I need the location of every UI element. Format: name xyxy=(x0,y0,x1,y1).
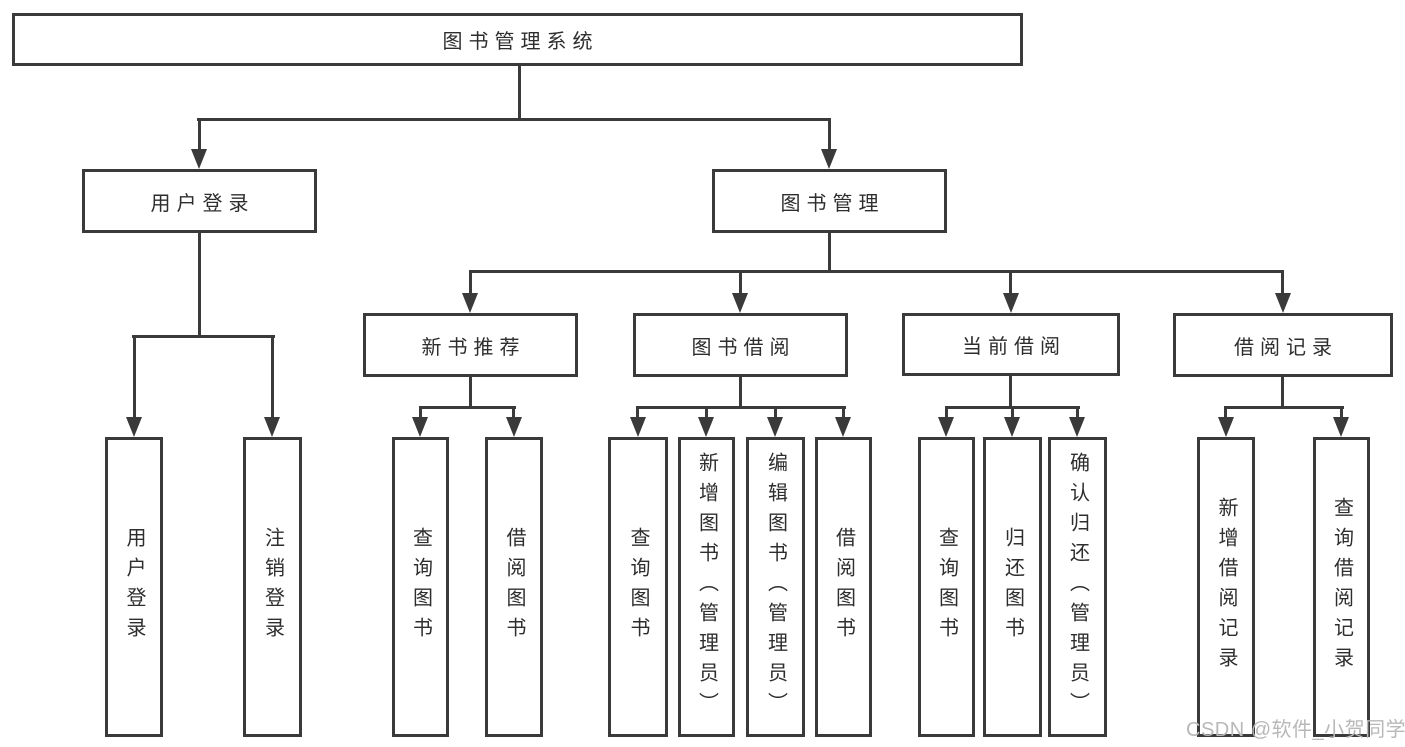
leaf-query-book-newrec: 查询图书 xyxy=(392,437,449,737)
leaf-query-book-newrec-label: 查询图书 xyxy=(409,527,432,647)
edge-book-mgmt-crossbar xyxy=(469,270,1283,273)
edge-book-borrow-crossbar xyxy=(636,406,846,409)
node-new-book-rec-label: 新书推荐 xyxy=(421,336,526,359)
edge-to-leaf-query-borrow-stem xyxy=(636,406,639,418)
edge-user-login-stem xyxy=(198,233,201,337)
edge-current-borrow-stem xyxy=(1009,376,1012,408)
edge-to-leaf-query-record-stem xyxy=(1340,406,1343,418)
leaf-query-book-current: 查询图书 xyxy=(918,437,975,737)
leaf-borrow-book: 借阅图书 xyxy=(815,437,872,737)
csdn-watermark: CSDN @软件_小贺同学 xyxy=(1186,719,1405,741)
arrowhead-leaf-add-book xyxy=(698,417,714,437)
leaf-query-book-borrow-label: 查询图书 xyxy=(627,527,649,647)
arrowhead-leaf-edit-book xyxy=(767,417,783,437)
leaf-query-book-borrow: 查询图书 xyxy=(608,437,668,737)
edge-new-book-rec-crossbar xyxy=(419,406,516,409)
arrowhead-leaf-add-record xyxy=(1218,417,1234,437)
leaf-edit-book: 编辑图书（管理员） xyxy=(746,437,805,737)
edge-book-borrow-stem xyxy=(739,377,742,408)
node-book-mgmt: 图书管理 xyxy=(712,169,947,233)
leaf-return-book: 归还图书 xyxy=(983,437,1042,737)
arrowhead-leaf-user-login xyxy=(126,417,142,437)
edge-new-book-rec-stem xyxy=(469,377,472,408)
arrowhead-leaf-logout xyxy=(264,417,280,437)
node-user-login: 用户登录 xyxy=(82,169,317,233)
node-book-borrow: 图书借阅 xyxy=(633,313,848,377)
leaf-borrow-book-newrec-label: 借阅图书 xyxy=(503,527,525,647)
arrowhead-new-book-rec xyxy=(462,293,478,313)
leaf-add-borrow-record: 新增借阅记录 xyxy=(1197,437,1255,737)
leaf-user-login-label: 用户登录 xyxy=(123,527,145,647)
node-user-login-label: 用户登录 xyxy=(150,192,255,215)
arrowhead-leaf-query-borrow xyxy=(630,417,646,437)
leaf-borrow-book-newrec: 借阅图书 xyxy=(485,437,543,737)
arrowhead-user-login xyxy=(191,149,207,169)
edge-to-leaf-query-current-stem xyxy=(945,406,948,418)
edge-to-new-book-rec-stem xyxy=(469,270,472,294)
edge-to-leaf-borrow-newrec-stem xyxy=(512,406,515,418)
leaf-query-book-current-label: 查询图书 xyxy=(935,527,958,647)
edge-root-crossbar xyxy=(197,118,831,121)
edge-to-leaf-confirm-return-stem xyxy=(1076,406,1079,418)
edge-to-leaf-user-login-stem xyxy=(133,335,136,418)
leaf-logout-label: 注销登录 xyxy=(261,527,284,647)
arrowhead-leaf-query-current xyxy=(938,417,954,437)
arrowhead-current-borrow xyxy=(1003,293,1019,313)
edge-to-leaf-query-newrec-stem xyxy=(419,406,422,418)
leaf-add-book: 新增图书（管理员） xyxy=(678,437,735,737)
node-book-borrow-label: 图书借阅 xyxy=(691,336,796,359)
leaf-edit-book-label: 编辑图书（管理员） xyxy=(764,452,787,722)
edge-to-leaf-borrow-book-stem xyxy=(842,406,845,418)
arrowhead-leaf-borrow-book xyxy=(835,417,851,437)
arrowhead-leaf-query-newrec xyxy=(412,417,428,437)
node-borrow-record-label: 借阅记录 xyxy=(1234,336,1338,359)
node-system-root-label: 图书管理系统 xyxy=(442,31,599,53)
edge-to-leaf-return-book-stem xyxy=(1011,406,1014,418)
edge-to-book-borrow-stem xyxy=(739,270,742,294)
leaf-user-login: 用户登录 xyxy=(105,437,163,737)
node-current-borrow: 当前借阅 xyxy=(902,313,1120,376)
edge-user-login-crossbar xyxy=(132,335,275,338)
arrowhead-leaf-confirm-return xyxy=(1069,417,1085,437)
edge-to-leaf-add-book-stem xyxy=(705,406,708,418)
arrowhead-leaf-return-book xyxy=(1004,417,1020,437)
leaf-add-borrow-record-label: 新增借阅记录 xyxy=(1215,497,1237,677)
edge-to-leaf-add-record-stem xyxy=(1224,406,1227,418)
edge-to-leaf-logout-stem xyxy=(271,335,274,418)
arrowhead-book-borrow xyxy=(732,293,748,313)
edge-root-stem xyxy=(518,64,521,120)
arrowhead-leaf-borrow-newrec xyxy=(506,417,522,437)
leaf-logout: 注销登录 xyxy=(243,437,302,737)
arrowhead-borrow-record xyxy=(1275,293,1291,313)
node-current-borrow-label: 当前借阅 xyxy=(962,336,1066,358)
edge-borrow-record-crossbar xyxy=(1224,406,1344,409)
arrowhead-book-mgmt xyxy=(821,149,837,169)
leaf-borrow-book-label: 借阅图书 xyxy=(832,527,855,647)
edge-to-borrow-record-stem xyxy=(1281,270,1284,294)
leaf-return-book-label: 归还图书 xyxy=(1001,527,1024,647)
edge-to-user-login-stem xyxy=(198,118,201,150)
edge-to-book-mgmt-stem xyxy=(828,118,831,150)
arrowhead-leaf-query-record xyxy=(1333,417,1349,437)
node-new-book-rec: 新书推荐 xyxy=(363,313,578,377)
leaf-confirm-return-label: 确认归还（管理员） xyxy=(1066,452,1089,722)
edge-borrow-record-stem xyxy=(1281,377,1284,408)
node-system-root: 图书管理系统 xyxy=(12,13,1023,66)
node-book-mgmt-label: 图书管理 xyxy=(780,192,885,215)
edge-to-current-borrow-stem xyxy=(1009,270,1012,294)
node-borrow-record: 借阅记录 xyxy=(1173,313,1393,377)
leaf-add-book-label: 新增图书（管理员） xyxy=(695,452,718,722)
leaf-query-borrow-record: 查询借阅记录 xyxy=(1313,437,1370,737)
edge-to-leaf-edit-book-stem xyxy=(774,406,777,418)
leaf-confirm-return: 确认归还（管理员） xyxy=(1048,437,1107,737)
edge-book-mgmt-stem xyxy=(828,233,831,273)
leaf-query-borrow-record-label: 查询借阅记录 xyxy=(1330,497,1353,677)
